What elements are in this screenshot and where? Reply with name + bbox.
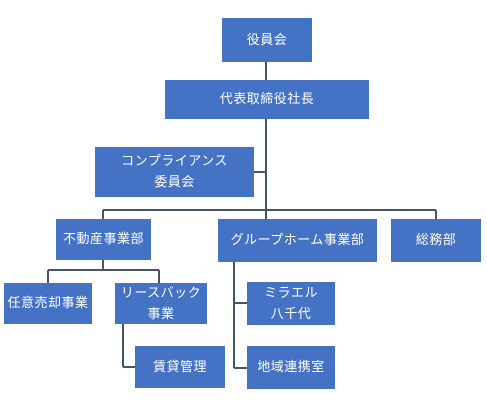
leaseback-box: リースバック 事業 (115, 283, 207, 324)
rental-management-box: 賃貸管理 (135, 346, 225, 388)
general-affairs-box: 総務部 (391, 219, 481, 262)
community-liaison-box: 地域連携室 (247, 346, 335, 389)
mirael-yachiyo-box: ミラエル 八千代 (247, 282, 335, 325)
ceo-box: 代表取締役社長 (165, 80, 369, 119)
voluntary-sale-box: 任意売却事業 (4, 283, 92, 324)
compliance-committee-box: コンプライアンス 委員会 (95, 147, 254, 197)
board-box: 役員会 (222, 18, 312, 62)
group-home-division-box: グループホーム事業部 (218, 219, 377, 262)
real-estate-division-box: 不動産事業部 (56, 219, 151, 260)
